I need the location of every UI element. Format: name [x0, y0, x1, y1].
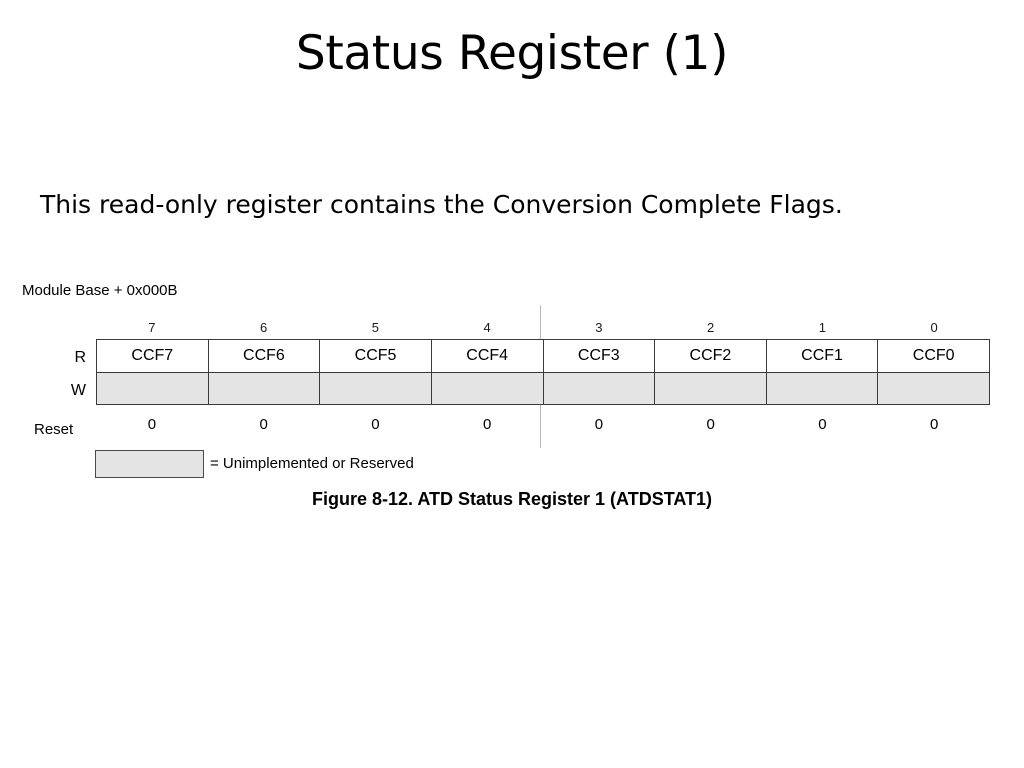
reset-value-bit4: 0: [482, 416, 492, 433]
read-cell-bit3: CCF3: [542, 339, 656, 373]
bit-number-4: 4: [483, 320, 491, 335]
write-cell-bit6: [207, 372, 321, 405]
reset-value-bit5: 0: [371, 416, 380, 433]
read-cell-bit1: CCF1: [765, 339, 879, 373]
legend-reserved-swatch: [95, 450, 204, 478]
slide-body-text: This read-only register contains the Con…: [40, 190, 843, 219]
bit-number-3: 3: [595, 320, 603, 335]
register-bit-table: CCF7 CCF6 CCF5 CCF4 CCF3 CCF2 CCF1 CCF0: [96, 339, 990, 405]
bit-number-5: 5: [371, 320, 379, 335]
reset-value-bit1: 0: [818, 416, 827, 433]
reset-row-label: Reset: [34, 421, 74, 438]
reset-value-bit3: 0: [594, 416, 604, 433]
figure-caption: Figure 8-12. ATD Status Register 1 (ATDS…: [311, 489, 713, 509]
page-title: Status Register (1): [295, 26, 729, 81]
table-row-write: [96, 372, 990, 405]
reset-value-bit7: 0: [147, 416, 157, 433]
read-cell-bit7: CCF7: [96, 339, 209, 373]
bit-number-2: 2: [707, 320, 715, 335]
write-cell-bit4: [430, 372, 544, 405]
reset-value-bit2: 0: [706, 416, 715, 433]
read-row-label: R: [74, 349, 86, 366]
bit-number-row: 7 6 5 4 3 2 1 0: [96, 318, 990, 338]
write-cell-bit7: [96, 372, 209, 405]
read-cell-bit4: CCF4: [430, 339, 544, 373]
module-base-address-label: Module Base + 0x000B: [22, 282, 178, 299]
bit-number-0: 0: [930, 320, 938, 335]
write-cell-bit2: [654, 372, 767, 405]
write-cell-bit3: [542, 372, 656, 405]
write-row-label: W: [70, 382, 86, 399]
bit-number-6: 6: [260, 320, 268, 335]
table-row-read: CCF7 CCF6 CCF5 CCF4 CCF3 CCF2 CCF1 CCF0: [96, 339, 990, 373]
read-cell-bit0: CCF0: [877, 339, 990, 373]
write-cell-bit1: [765, 372, 879, 405]
bit-number-1: 1: [818, 320, 826, 335]
write-cell-bit5: [319, 372, 432, 405]
reset-value-bit6: 0: [259, 416, 268, 433]
read-cell-bit6: CCF6: [207, 339, 321, 373]
read-cell-bit2: CCF2: [654, 339, 767, 373]
bit-number-7: 7: [148, 320, 156, 335]
read-cell-bit5: CCF5: [319, 339, 432, 373]
reset-value-row: 0 0 0 0 0 0 0 0: [96, 416, 990, 434]
write-cell-bit0: [877, 372, 990, 405]
reset-value-bit0: 0: [929, 416, 939, 433]
register-figure: Module Base + 0x000B 7 6 5 4 3 2 1 0 R W…: [0, 270, 1024, 520]
legend-reserved-label: = Unimplemented or Reserved: [210, 455, 414, 472]
